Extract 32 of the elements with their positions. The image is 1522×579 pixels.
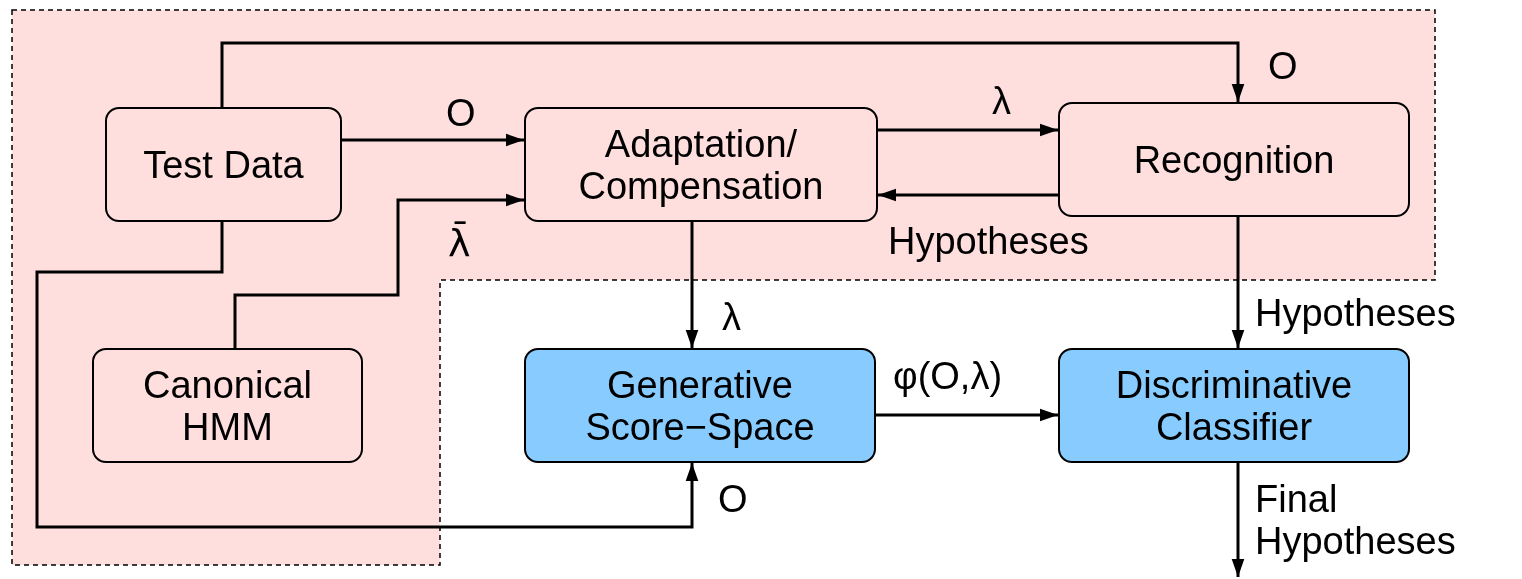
box-label: Discriminative Classifier xyxy=(1114,363,1354,448)
arrow xyxy=(342,133,524,147)
box-label: Canonical HMM xyxy=(142,363,313,448)
process-box xyxy=(524,348,876,463)
edge-label: O xyxy=(446,92,476,134)
arrow xyxy=(876,408,1058,422)
box-label: Generative Score−Space xyxy=(584,363,816,448)
box-label: Recognition xyxy=(1133,138,1335,181)
process-box xyxy=(92,348,363,463)
edge-label: O xyxy=(718,478,748,520)
edge-label: λ xyxy=(722,296,741,338)
edge-label: λ xyxy=(992,80,1011,122)
process-box xyxy=(524,107,878,222)
box-label: Test Data xyxy=(143,143,304,186)
process-box xyxy=(1058,102,1410,217)
edge-label: Hypotheses xyxy=(1255,292,1456,334)
arrow xyxy=(233,193,524,348)
process-box xyxy=(1058,348,1410,463)
edge-label: O xyxy=(1268,45,1298,87)
arrow xyxy=(1231,463,1245,577)
arrow xyxy=(685,222,699,348)
edge-label: Hypotheses xyxy=(888,220,1089,262)
process-box xyxy=(105,107,342,222)
arrow xyxy=(220,41,1245,107)
arrow xyxy=(878,123,1058,137)
arrow xyxy=(878,188,1058,202)
edge-label: φ(O,λ) xyxy=(893,355,1003,397)
edge-label: Final Hypotheses xyxy=(1255,478,1457,562)
arrow xyxy=(35,222,699,529)
edge-label: λ̄ xyxy=(448,222,471,264)
box-label: Adaptation/ Compensation xyxy=(577,122,825,207)
arrow xyxy=(1231,217,1245,348)
